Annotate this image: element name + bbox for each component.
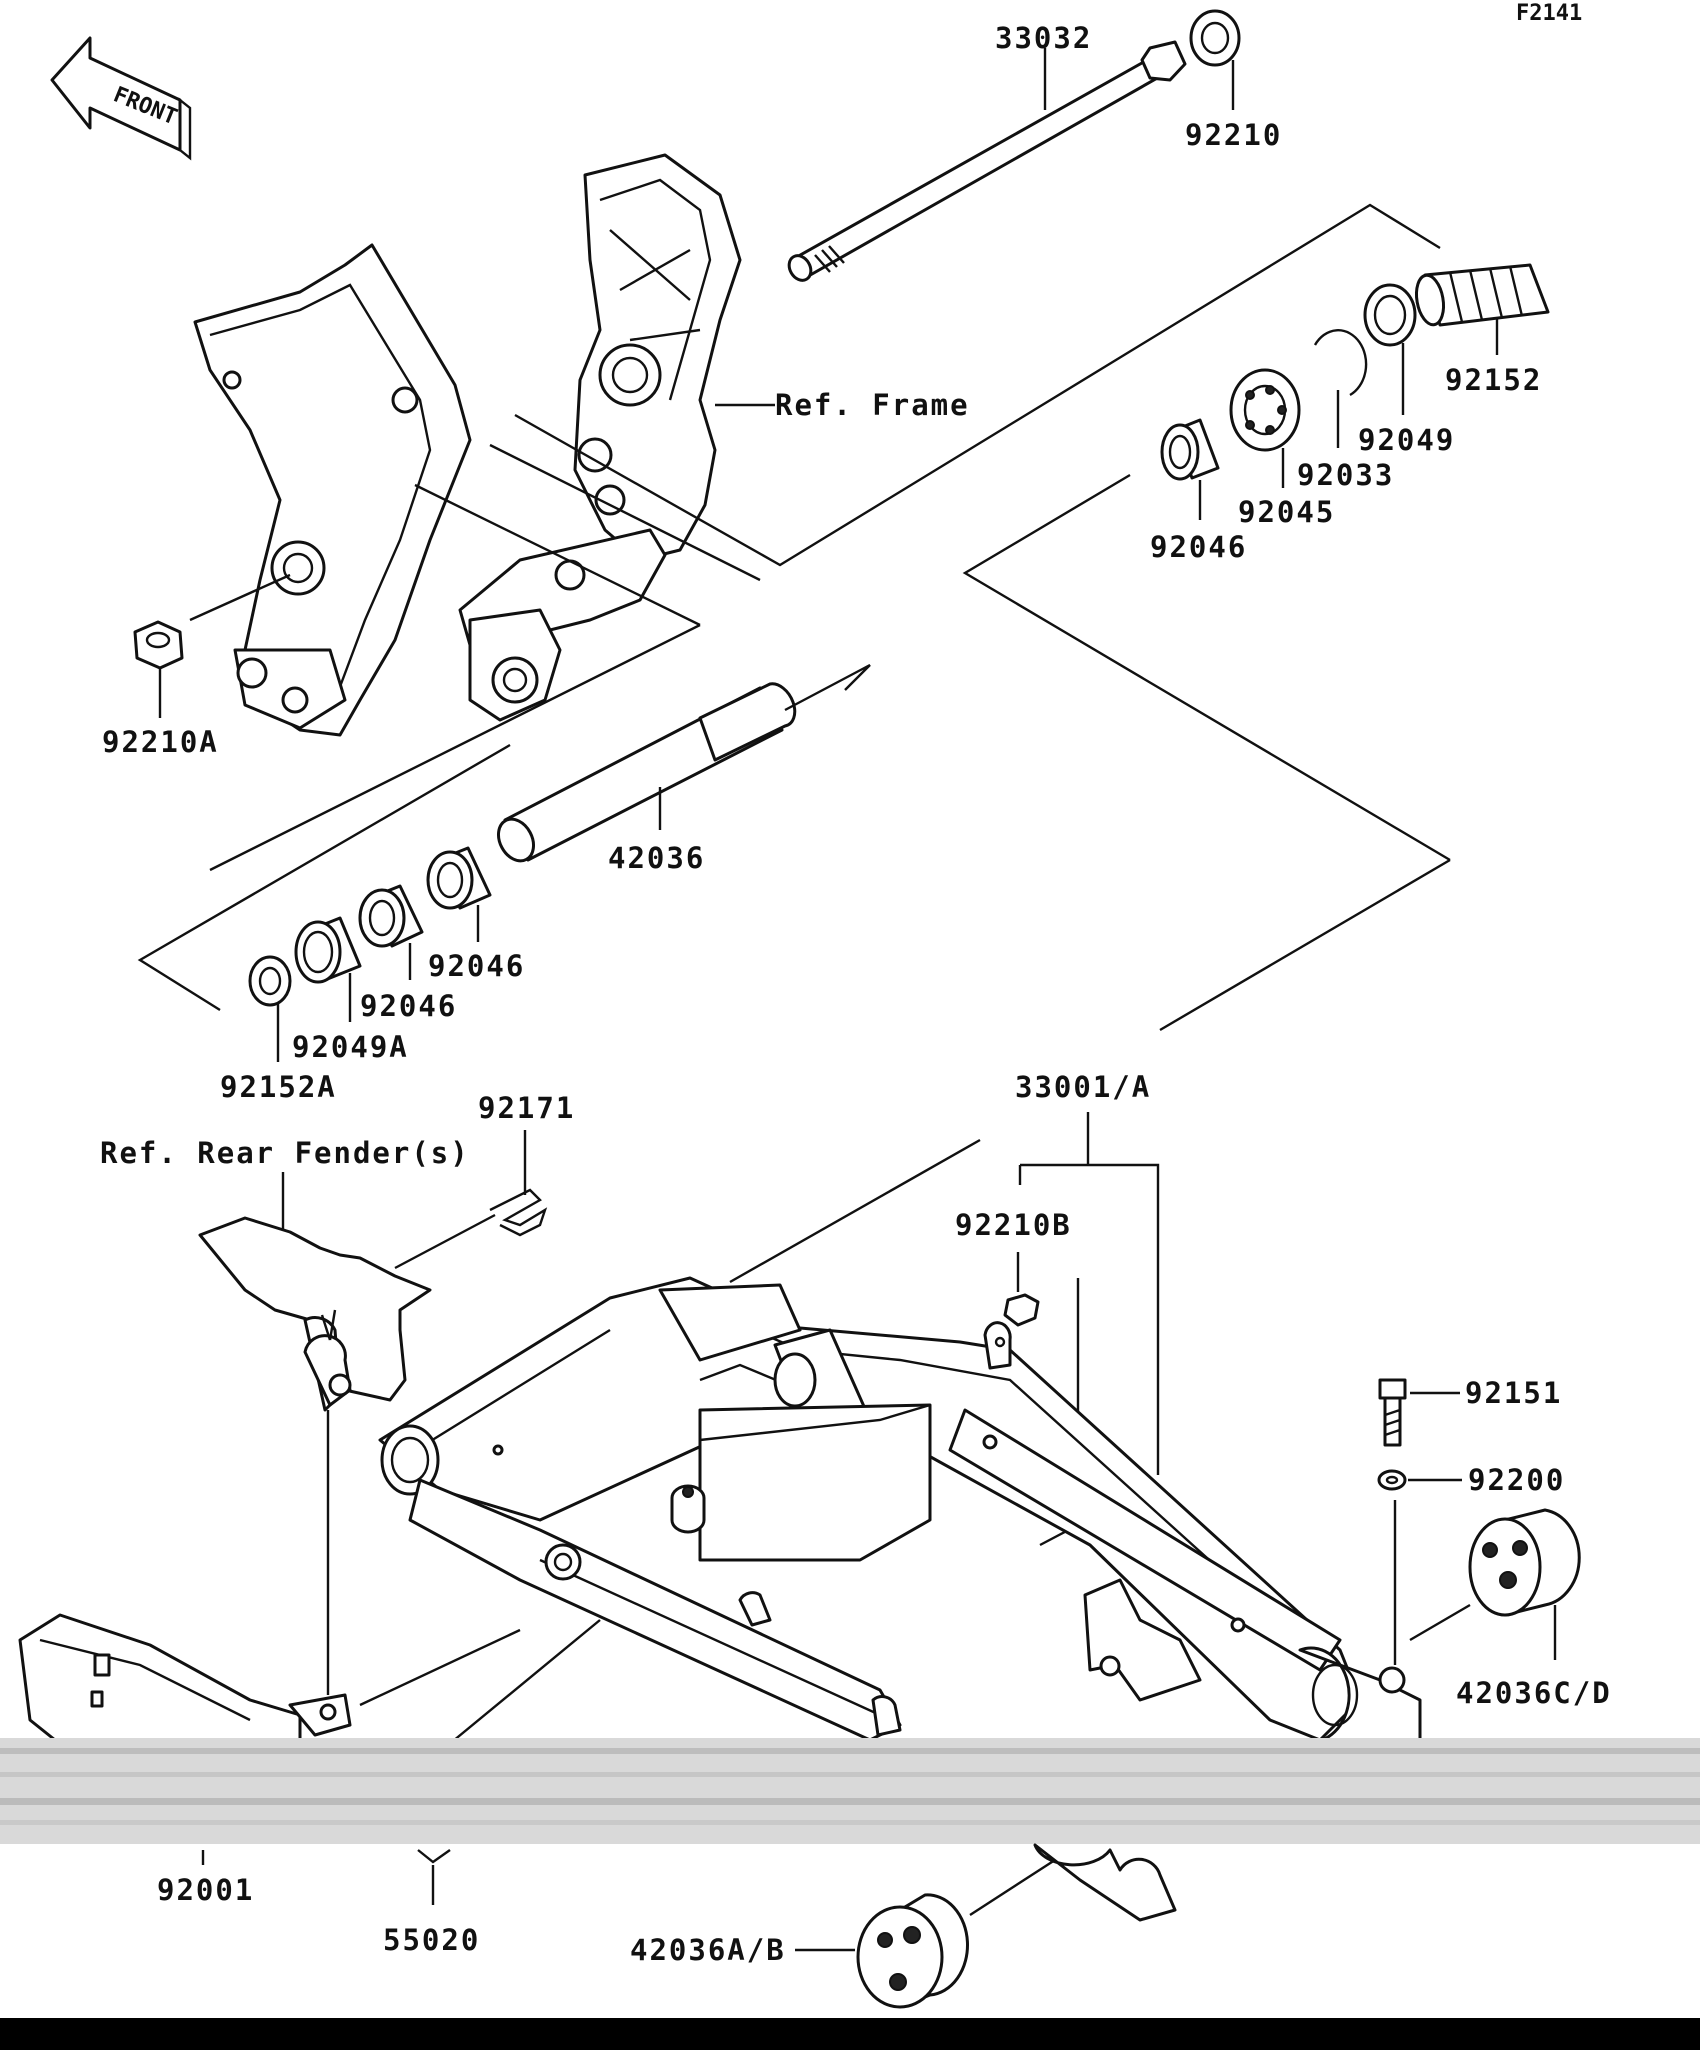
pivot-shaft	[787, 40, 1187, 282]
scan-noise-band	[0, 1738, 1700, 1844]
ball-bearing-icon	[1229, 368, 1301, 452]
rear-fender	[198, 1216, 432, 1412]
bushing-icon	[856, 1893, 970, 2009]
part-label: 92049	[1358, 423, 1455, 457]
ref-frame-label: Ref. Frame	[775, 388, 970, 422]
part-label: 92151	[1465, 1376, 1562, 1410]
swingarm-lower	[969, 1843, 1177, 1922]
collar-icon	[1414, 263, 1550, 327]
part-label: 55020	[383, 1923, 480, 1957]
part-label: 92210B	[955, 1208, 1072, 1242]
part-label: 92045	[1238, 495, 1335, 529]
part-label: 92171	[478, 1091, 575, 1125]
part-label: 92210	[1185, 118, 1282, 152]
seal-icon	[294, 916, 362, 984]
needle-bearing-icon	[1160, 418, 1220, 481]
bottom-bar	[0, 2018, 1700, 2050]
chain-guard	[18, 1613, 352, 1762]
part-label: 92046	[428, 949, 525, 983]
part-label: 92033	[1297, 458, 1394, 492]
seal-icon	[1363, 283, 1417, 347]
sleeve-icon	[496, 682, 797, 863]
clip-icon	[489, 1188, 548, 1237]
circlip-icon	[1313, 329, 1368, 397]
part-label: 92152	[1445, 363, 1542, 397]
part-label: 33032	[995, 21, 1092, 55]
washer-icon	[1377, 1469, 1407, 1491]
bolt-icon	[1378, 1378, 1407, 1447]
part-label: 33001/A	[1015, 1070, 1151, 1104]
part-label: 92046	[1150, 530, 1247, 564]
collar-icon	[248, 955, 292, 1007]
bushing-icon	[1468, 1508, 1581, 1617]
part-label: 92046	[360, 989, 457, 1023]
needle-bearing-icon	[426, 846, 492, 910]
needle-bearing-icon	[358, 884, 424, 948]
nut-icon	[1003, 1293, 1040, 1327]
ref-rear-fender-label: Ref. Rear Fender(s)	[100, 1136, 470, 1170]
part-label: 92049A	[292, 1030, 409, 1064]
front-arrow-icon: FRONT	[50, 36, 192, 161]
part-label: 92152A	[220, 1070, 337, 1104]
part-label: 92210A	[102, 725, 219, 759]
nut-icon	[133, 620, 184, 670]
swingarm	[378, 1138, 1422, 1747]
diagram-id: F2141	[1516, 1, 1582, 26]
nut-icon	[1189, 9, 1241, 67]
part-label: 92001	[157, 1873, 254, 1907]
part-label: 42036A/B	[630, 1933, 786, 1967]
part-label: 92200	[1468, 1463, 1565, 1497]
part-label: 42036C/D	[1456, 1676, 1612, 1710]
frame-section	[189, 153, 1441, 872]
part-label: 42036	[608, 841, 705, 875]
